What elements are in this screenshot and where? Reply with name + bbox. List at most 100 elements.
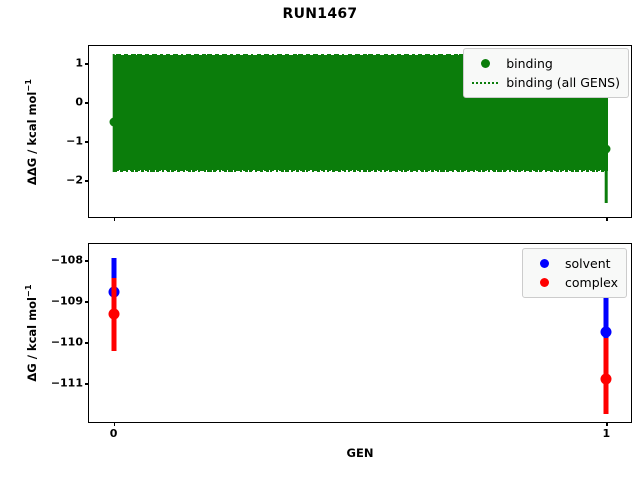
complex-data-point[interactable] — [108, 308, 120, 320]
binding-all-gens-dotted-bar — [123, 54, 127, 171]
binding-all-gens-dotted-bar — [305, 54, 309, 172]
y-tick-mark — [85, 63, 89, 66]
binding-all-gens-dotted-bar — [591, 54, 595, 173]
binding-all-gens-dotted-bar — [508, 54, 512, 173]
y-tick-label: −1 — [66, 134, 83, 148]
binding-all-gens-dotted-bar — [398, 53, 402, 172]
binding-all-gens-dotted-bar — [343, 54, 347, 172]
solvent-data-point[interactable] — [600, 326, 612, 338]
binding-all-gens-dotted-bar — [362, 53, 366, 172]
bottom-panel-y-axis-label-exponent: −1 — [23, 284, 34, 298]
binding-all-gens-dotted-bar — [169, 55, 172, 170]
binding-all-gens-dotted-bar — [186, 54, 190, 172]
binding-all-gens-dotted-bar — [419, 53, 423, 172]
binding-all-gens-dotted-bar — [135, 55, 138, 173]
y-tick-label: −108 — [50, 253, 83, 267]
binding-all-gens-dotted-bar — [190, 54, 193, 170]
binding-all-gens-dotted-bar — [296, 55, 299, 173]
binding-all-gens-dotted-bar — [377, 54, 381, 172]
binding-all-gens-dotted-bar — [158, 54, 161, 171]
binding-all-gens-dotted-bar — [565, 53, 569, 173]
binding-all-gens-dotted-bar — [489, 53, 493, 171]
binding-all-gens-dotted-bar — [271, 53, 275, 172]
binding-all-gens-dotted-bar — [538, 54, 542, 172]
binding-all-gens-dotted-bar — [214, 54, 218, 171]
binding-all-gens-dotted-bar — [209, 53, 212, 172]
binding-all-gens-dotted-bar — [590, 55, 593, 172]
binding-all-gens-dotted-bar — [159, 53, 163, 171]
binding-all-gens-dotted-bar — [406, 54, 409, 172]
bottom-panel-legend[interactable]: solvent complex — [522, 248, 627, 298]
binding-all-gens-dotted-bar — [269, 54, 273, 172]
binding-all-gens-dotted-bar — [226, 55, 229, 170]
legend-dotted-line-icon — [470, 81, 500, 84]
binding-all-gens-dotted-bar — [324, 55, 328, 170]
binding-all-gens-dotted-bar — [413, 54, 417, 171]
binding-all-gens-dotted-bar — [427, 54, 430, 172]
complex-data-point[interactable] — [600, 373, 612, 385]
binding-all-gens-dotted-bar — [487, 54, 491, 173]
binding-all-gens-dotted-bar — [497, 54, 500, 172]
binding-all-gens-dotted-bar — [220, 54, 224, 171]
binding-all-gens-dotted-bar — [597, 55, 601, 172]
binding-all-gens-dotted-bar — [165, 54, 169, 172]
legend-label-solvent: solvent — [565, 256, 611, 271]
y-tick-label: −2 — [66, 173, 83, 187]
binding-all-gens-dotted-bar — [358, 55, 362, 173]
legend-item-binding[interactable]: binding — [470, 54, 620, 73]
binding-all-gens-dotted-bar — [233, 55, 237, 173]
binding-all-gens-dotted-bar — [504, 54, 508, 171]
binding-all-gens-dotted-bar — [535, 55, 538, 172]
binding-all-gens-dotted-bar — [578, 54, 582, 171]
binding-all-gens-dotted-bar — [571, 54, 574, 173]
binding-all-gens-dotted-bar — [485, 55, 489, 171]
legend-item-complex[interactable]: complex — [529, 273, 618, 292]
binding-data-point[interactable] — [601, 144, 611, 154]
binding-all-gens-dotted-bar — [576, 55, 580, 172]
binding-all-gens-dotted-bar — [410, 54, 413, 173]
binding-error-bar — [112, 53, 115, 173]
y-tick-mark — [85, 260, 89, 262]
y-tick-mark — [85, 383, 89, 385]
binding-all-gens-dotted-bar — [491, 55, 495, 171]
binding-all-gens-dotted-bar — [171, 55, 174, 172]
binding-all-gens-dotted-bar — [563, 55, 567, 171]
legend-item-binding-all-gens[interactable]: binding (all GENS) — [470, 73, 620, 92]
y-tick-label: 0 — [75, 95, 83, 109]
binding-all-gens-dotted-bar — [222, 53, 226, 171]
binding-all-gens-dotted-bar — [201, 53, 205, 171]
binding-all-gens-dotted-bar — [116, 54, 119, 172]
binding-all-gens-dotted-bar — [574, 54, 578, 172]
top-panel-legend[interactable]: binding binding (all GENS) — [463, 48, 629, 98]
x-tick-mark — [113, 422, 116, 426]
bottom-panel-plot-area — [89, 244, 631, 422]
binding-all-gens-dotted-bar — [588, 54, 591, 171]
binding-all-gens-dotted-bar — [552, 53, 555, 171]
binding-all-gens-dotted-bar — [436, 55, 440, 173]
binding-all-gens-dotted-bar — [432, 53, 436, 171]
binding-all-gens-dotted-bar — [142, 55, 146, 171]
binding-all-gens-dotted-bar — [248, 54, 252, 172]
binding-all-gens-dotted-bar — [176, 55, 180, 173]
binding-all-gens-dotted-bar — [512, 54, 515, 172]
binding-all-gens-dotted-bar — [582, 55, 586, 171]
binding-all-gens-dotted-bar — [300, 53, 303, 172]
y-tick-label: −110 — [50, 335, 83, 349]
legend-marker-circle-icon — [529, 278, 559, 287]
binding-all-gens-dotted-bar — [375, 54, 379, 171]
binding-all-gens-dotted-bar — [137, 54, 140, 172]
binding-all-gens-dotted-bar — [195, 54, 199, 171]
binding-data-point[interactable] — [109, 117, 119, 127]
binding-all-gens-dotted-bar — [292, 53, 296, 171]
binding-all-gens-dotted-bar — [449, 55, 453, 171]
legend-item-solvent[interactable]: solvent — [529, 254, 618, 273]
binding-all-gens-dotted-bar — [421, 55, 425, 172]
binding-all-gens-dotted-bar — [154, 54, 157, 171]
binding-all-gens-dotted-bar — [180, 53, 184, 171]
binding-all-gens-dotted-bar — [537, 54, 540, 170]
binding-all-gens-dotted-bar — [139, 53, 142, 171]
binding-all-gens-dotted-bar — [529, 54, 533, 173]
binding-all-gens-dotted-bar — [493, 55, 497, 173]
binding-all-gens-dotted-bar — [472, 54, 476, 173]
